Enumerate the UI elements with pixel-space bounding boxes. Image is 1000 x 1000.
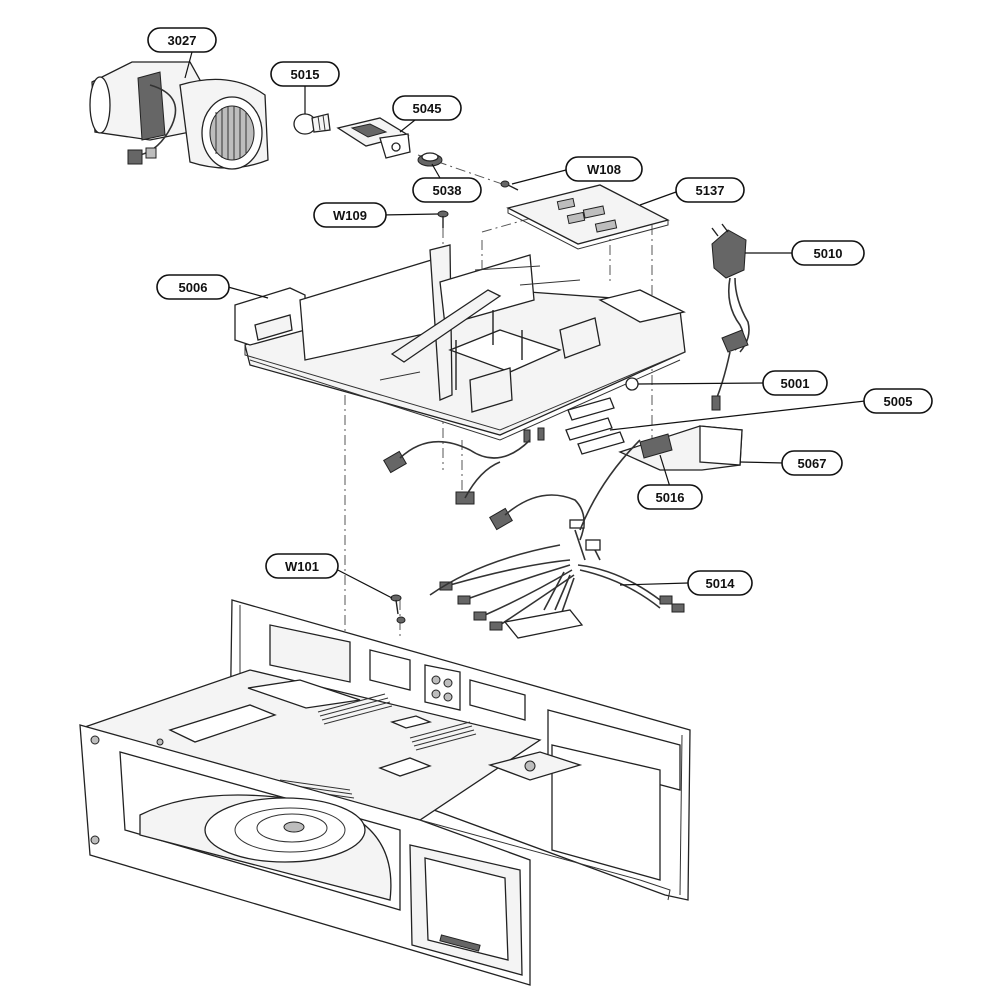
cover-plate <box>506 184 670 250</box>
callout-label: W109 <box>333 208 367 223</box>
callout-label: 5014 <box>706 576 736 591</box>
lamp-bulb <box>293 113 331 135</box>
callout-5045: 5045 <box>392 95 462 121</box>
power-cord <box>711 223 750 411</box>
callout-label: 5067 <box>798 456 827 471</box>
callout-5006: 5006 <box>156 274 230 300</box>
callout-5014: 5014 <box>687 570 753 596</box>
lamp-socket <box>336 117 411 159</box>
screw-w108 <box>500 180 519 191</box>
filter-bracket <box>618 425 743 471</box>
callout-label: 5045 <box>413 101 442 116</box>
wire-harness <box>383 427 685 639</box>
base-plate <box>234 244 686 441</box>
callout-label: 5006 <box>179 280 208 295</box>
callout-w109: W109 <box>313 202 387 228</box>
callout-label: 5015 <box>291 67 320 82</box>
screw-w101 <box>390 594 406 624</box>
callout-w101: W101 <box>265 553 339 579</box>
thermo-switch <box>417 152 443 167</box>
callout-5067: 5067 <box>781 450 843 476</box>
callout-5015: 5015 <box>270 61 340 87</box>
callout-5038: 5038 <box>412 177 482 203</box>
callout-label: 5005 <box>884 394 913 409</box>
callout-label: 5016 <box>656 490 685 505</box>
callout-5005: 5005 <box>863 388 933 414</box>
callout-label: 5010 <box>814 246 843 261</box>
screw-w109 <box>437 210 449 228</box>
fuse-parts <box>565 377 639 455</box>
callout-label: W108 <box>587 162 621 177</box>
callout-label: 5038 <box>433 183 462 198</box>
callout-5137: 5137 <box>675 177 745 203</box>
callout-w108: W108 <box>565 156 643 182</box>
callout-label: 3027 <box>168 33 197 48</box>
leader-lines <box>184 51 866 599</box>
callout-5010: 5010 <box>791 240 865 266</box>
main-chassis <box>79 599 691 986</box>
callout-5001: 5001 <box>762 370 828 396</box>
callout-5016: 5016 <box>637 484 703 510</box>
callout-label: W101 <box>285 559 319 574</box>
callout-label: 5137 <box>696 183 725 198</box>
blower-fan-assembly <box>89 61 269 170</box>
callout-3027: 3027 <box>147 27 217 53</box>
callout-label: 5001 <box>781 376 810 391</box>
